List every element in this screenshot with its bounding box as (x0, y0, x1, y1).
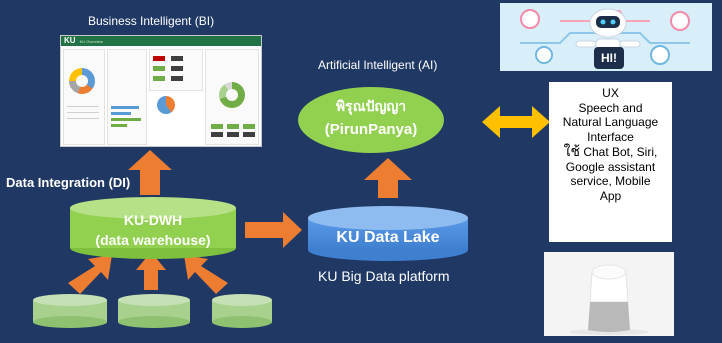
dashboard-rule (67, 112, 99, 113)
dashboard-kpi-chip (243, 124, 255, 129)
ai-label: Artificial Intelligent (AI) (318, 58, 438, 72)
thai-use-glyph: ใช้ (563, 143, 580, 159)
dashboard-bar (111, 106, 139, 109)
dashboard-bar (111, 124, 127, 127)
dashboard-header: KU KU Overview (61, 36, 261, 46)
data-lake-text: KU Data Lake (336, 229, 439, 246)
source-cylinder-2 (118, 294, 190, 328)
big-data-platform-label: KU Big Data platform (318, 268, 450, 284)
dashboard-rule (67, 106, 99, 107)
dashboard-kpi-chip (227, 132, 239, 137)
dashboard-pane-mid (107, 49, 147, 145)
arrow-dwh-to-lake (245, 212, 302, 248)
ux-line-title: UX (602, 86, 619, 100)
ux-line-chatbot: ใช้ Chat Bot, Siri, (549, 144, 672, 160)
source-cylinder-3 (212, 294, 272, 328)
dashboard-kpi-chip (211, 124, 223, 129)
dashboard-kpi-chip (211, 132, 223, 137)
dashboard-kpi-chip (171, 56, 183, 61)
robot-chatbot-image: HI! (500, 3, 712, 71)
data-lake-cylinder (308, 206, 468, 261)
ux-interface-box: UX Speech and Natural Language Interface… (549, 82, 672, 242)
dashboard-logo: KU (64, 36, 76, 45)
dashboard-body (61, 46, 261, 146)
source-cylinder-1 (33, 294, 107, 328)
ux-line-speech: Speech and (578, 100, 643, 115)
smart-speaker-image (544, 252, 674, 336)
bi-dashboard-thumbnail: KU KU Overview (60, 35, 262, 147)
arrow-lake-to-ai (364, 158, 412, 198)
dashboard-kpi-chip (171, 66, 183, 71)
dashboard-pane-left (63, 49, 105, 145)
dashboard-donut-hole (76, 75, 88, 87)
ux-chatbot-text: Chat Bot, Siri, (579, 145, 658, 159)
dashboard-rule (67, 118, 99, 119)
dashboard-subtitle: KU Overview (79, 38, 103, 44)
ux-line-google: Google assistant (565, 159, 656, 174)
pirunpanya-ellipse (298, 87, 444, 153)
arrow-dwh-to-bi (128, 150, 172, 195)
ux-line-app: App (599, 188, 622, 203)
dashboard-bar (111, 112, 131, 115)
arrow-ai-ux (482, 106, 550, 138)
ux-line-interface: Interface (587, 129, 634, 144)
smart-speaker-illustration (544, 252, 674, 336)
dashboard-kpi-chip (171, 76, 183, 81)
dashboard-kpi-chip (153, 56, 165, 61)
dashboard-kpi-chip (227, 124, 239, 129)
arrow-source-center (136, 252, 166, 290)
dashboard-kpi-chip (153, 76, 165, 81)
dwh-name-text: KU-DWH (124, 212, 182, 228)
pirunpanya-text: (PirunPanya) (325, 121, 418, 138)
bi-label: Business Intelligent (BI) (88, 14, 215, 28)
di-label: Data Integration (DI) (6, 175, 131, 190)
arrow-source-left (68, 255, 112, 294)
dashboard-bar (111, 118, 141, 121)
arrow-source-right (184, 255, 228, 294)
ux-line-service: service, Mobile (570, 174, 651, 188)
dwh-cylinder (70, 197, 236, 259)
dashboard-pie-chart (157, 96, 175, 114)
dashboard-donut-hole (226, 89, 238, 101)
dashboard-kpi-chip (243, 132, 255, 137)
robot-greeting-bubble: HI! (594, 47, 624, 69)
dwh-desc-text: (data warehouse) (95, 232, 210, 248)
pirunpanya-thai-text: พิรุณปัญญา (336, 99, 406, 115)
ux-line-nl: Natural Language (562, 115, 659, 129)
dashboard-kpi-chip (153, 66, 165, 71)
